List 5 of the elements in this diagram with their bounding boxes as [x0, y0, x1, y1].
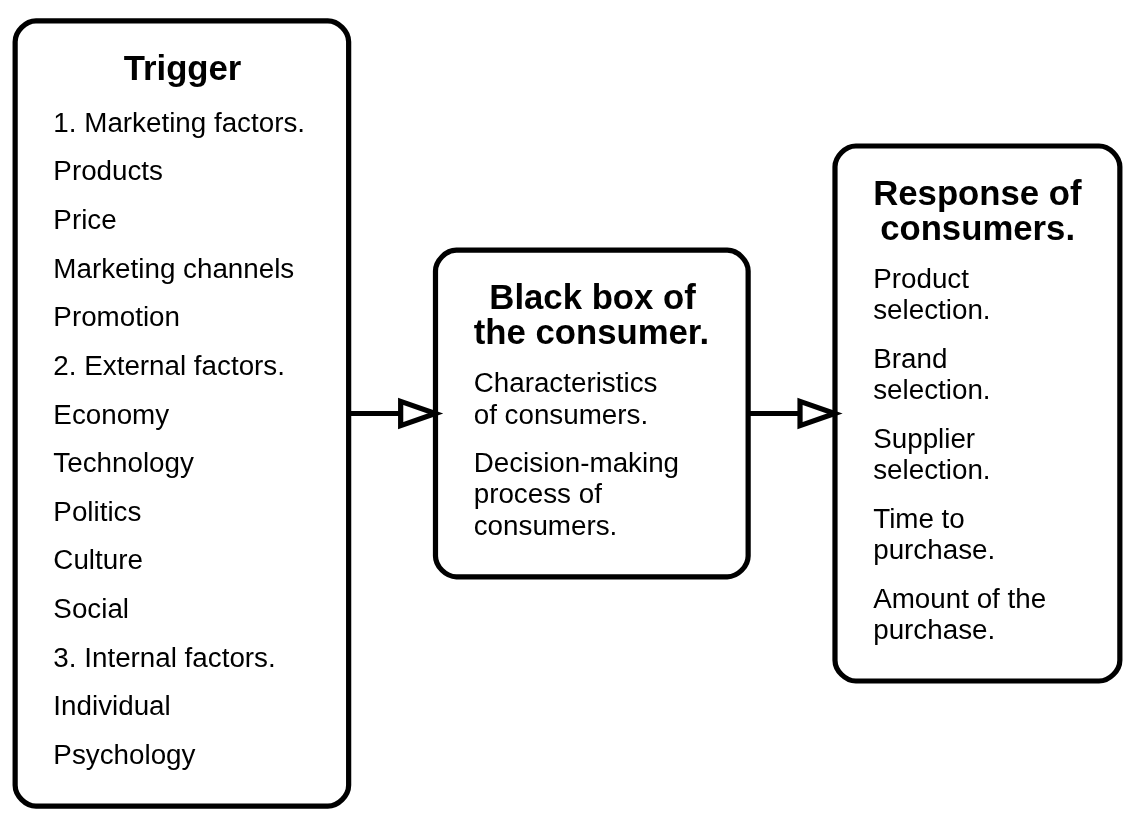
node-box: Trigger 1. Marketing factors. Products Price Marketing channels Promotion 2. External factors. Economy Technology Politics Culture Social 3. Internal factors. Individual Psychology: [12, 18, 352, 809]
arrow: [348, 397, 444, 430]
node-box: Black box of the consumer. Characteristics of consumers. Decision-making process of consumers.: [432, 247, 751, 580]
node-box: Response of consumers. Product selection. Brand selection. Supplier selection. Time to purchase. Amount of the purchase.: [832, 143, 1123, 684]
arrow: [748, 397, 843, 430]
